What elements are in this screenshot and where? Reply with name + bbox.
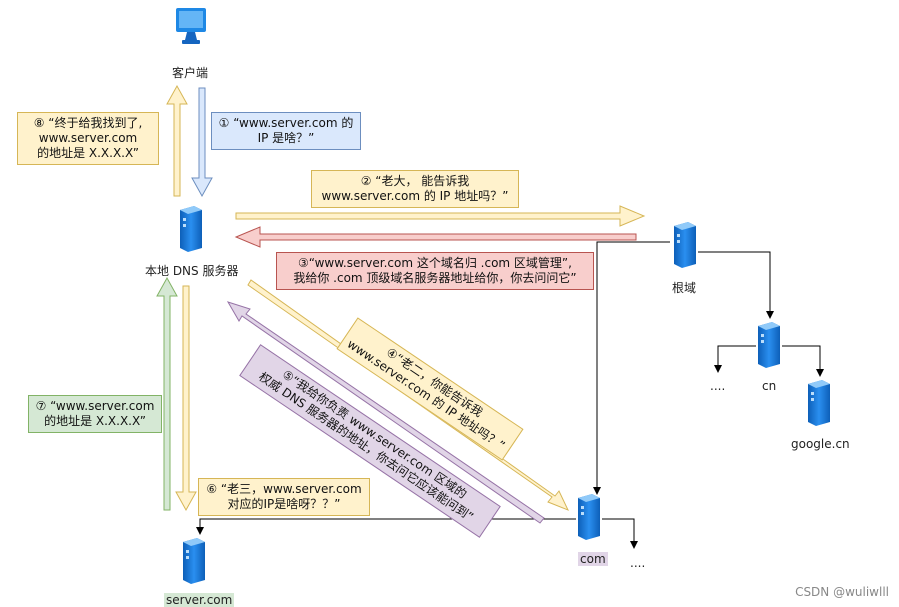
watermark: CSDN @wuliwlll (795, 585, 889, 599)
monitor-icon (176, 8, 206, 44)
local-dns-server-icon (180, 206, 202, 252)
arrow-step-6 (175, 285, 197, 512)
cn-server-icon (758, 322, 780, 368)
arrow-step-5 (226, 301, 545, 524)
arrow-step-2 (235, 205, 646, 227)
step-3-message: ③“www.server.com 这个域名归 .com 区域管理”, 我给你 .… (276, 252, 594, 290)
arrow-step-1 (191, 87, 213, 198)
arrow-step-7 (156, 276, 178, 511)
arrow-step-3 (234, 226, 637, 248)
com-label: com (578, 552, 608, 566)
tree-connectors (196, 241, 824, 549)
step-2-message: ② “老大， 能告诉我 www.server.com 的 IP 地址吗？” (311, 170, 519, 208)
client-label: 客户端 (172, 66, 209, 80)
step-8-message: ⑧ “终于给我找到了, www.server.com 的地址是 X.X.X.X” (17, 112, 159, 165)
root-server-icon (674, 222, 696, 268)
google-cn-label: google.cn (791, 437, 850, 451)
root-label: 根域 (672, 281, 697, 295)
com-server-icon (578, 494, 600, 540)
google-cn-server-icon (808, 380, 830, 426)
step-6-message: ⑥ “老三，www.server.com 对应的IP是啥呀？？” (198, 478, 370, 516)
com-ellipsis-label: .... (630, 556, 646, 570)
step-7-message: ⑦ “www.server.com 的地址是 X.X.X.X” (28, 395, 162, 433)
server-com-server-icon (183, 538, 205, 584)
server-com-label: server.com (164, 593, 235, 607)
cn-ellipsis-label: .... (710, 379, 726, 393)
cn-label: cn (762, 379, 777, 393)
arrow-step-8 (166, 84, 188, 197)
local-dns-label: 本地 DNS 服务器 (145, 264, 239, 278)
step-1-message: ① “www.server.com 的 IP 是啥？” (211, 112, 361, 150)
